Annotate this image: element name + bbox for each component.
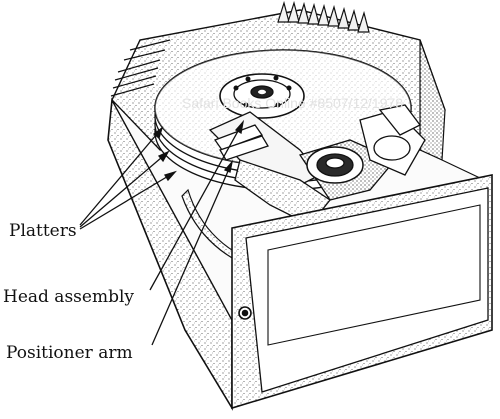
label-positioner-arm: Positioner arm: [6, 343, 133, 363]
heat-sink-fins: [110, 0, 370, 97]
label-head-assembly: Head assembly: [3, 287, 134, 307]
watermark-text: Safari Books Online #8507/12/1978: [182, 95, 404, 111]
spindle-hub: [219, 73, 305, 119]
label-platters: Platters: [9, 221, 77, 241]
label-leaders: [79, 119, 245, 346]
front-panel: [231, 174, 493, 410]
head-actuator: [208, 104, 426, 226]
